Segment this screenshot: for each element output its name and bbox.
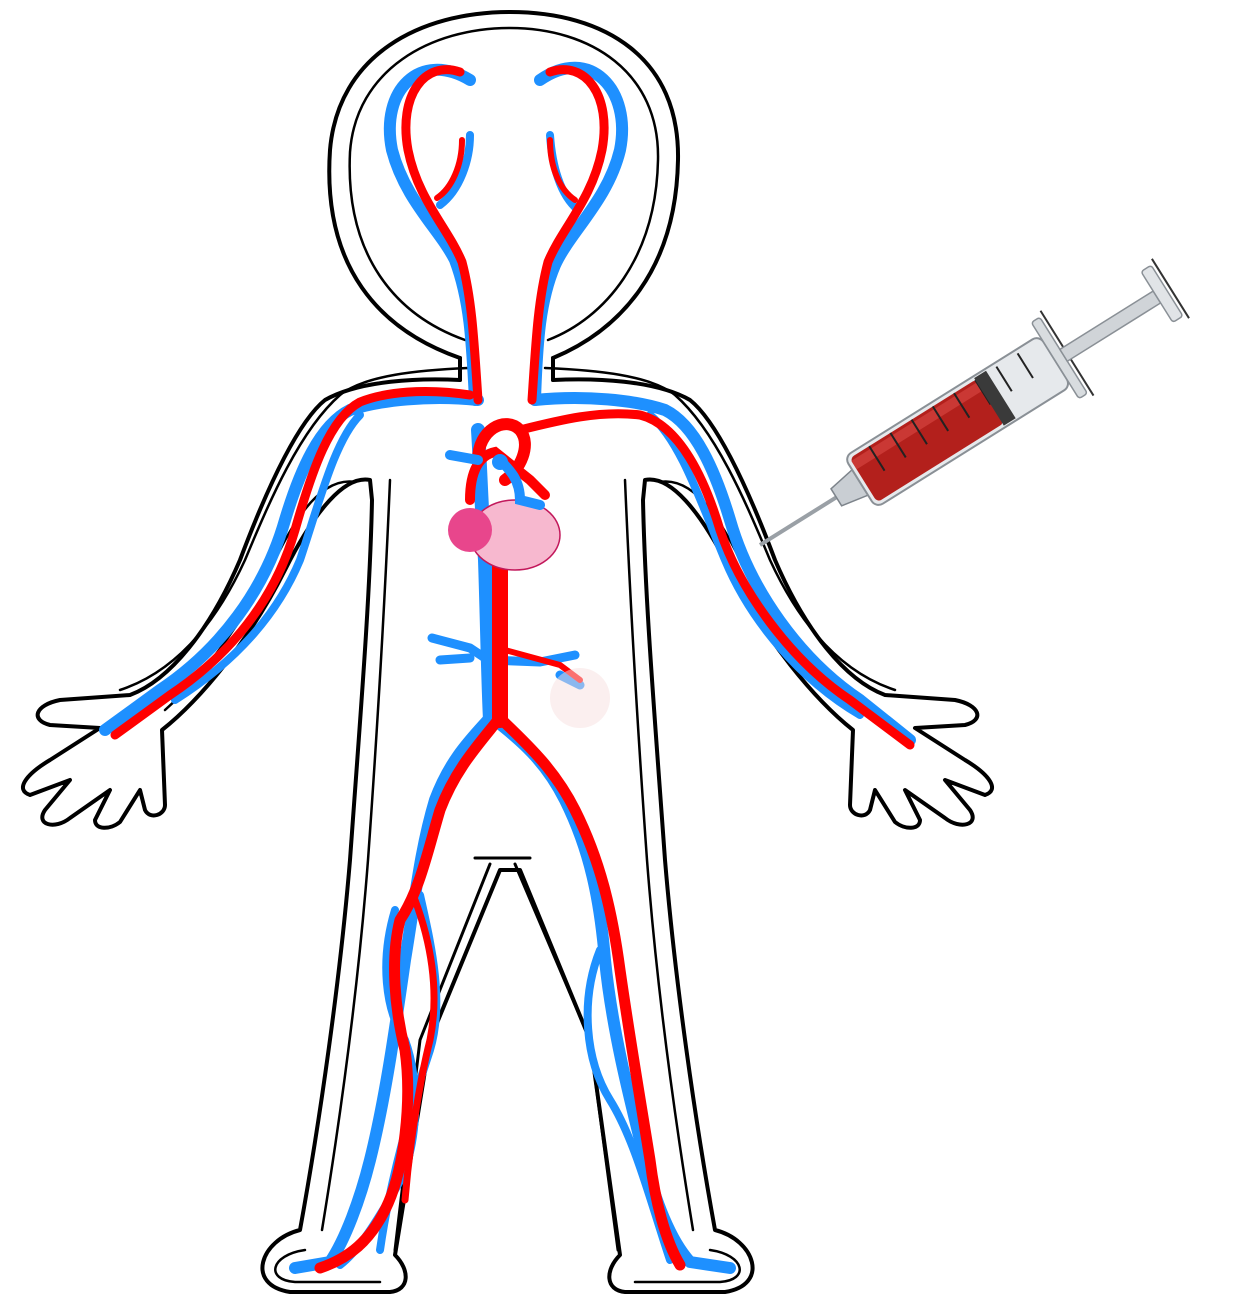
syringe-needle [760,497,836,545]
heart-atrium [448,508,492,552]
vein-vena-cava [478,430,490,720]
vein-head-right [535,68,622,400]
heart-icon [448,452,560,570]
heart-vessel-blue-cap [492,454,508,470]
injection-blush [550,668,610,728]
vein-right-leg [495,720,730,1268]
syringe-plunger-rod [1060,291,1161,361]
syringe-icon [734,246,1197,587]
arteries [115,70,910,1268]
head-outline [329,12,678,358]
